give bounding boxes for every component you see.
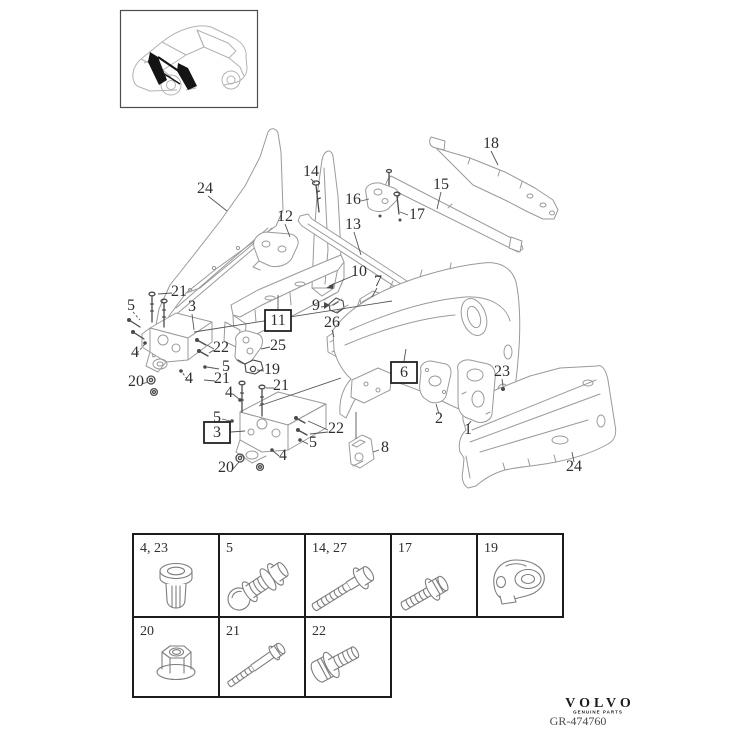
flange-nut-icon bbox=[156, 645, 196, 681]
thumbnail-frame bbox=[119, 9, 259, 109]
callout-24-right: 24 bbox=[566, 458, 582, 475]
callout-4-b: 4 bbox=[185, 370, 193, 387]
part-bracket-12 bbox=[252, 231, 299, 271]
callout-21-a: 21 bbox=[171, 283, 187, 300]
callout-23: 23 bbox=[494, 363, 510, 380]
callout-22-b: 22 bbox=[328, 420, 344, 437]
callout-box-3 bbox=[203, 421, 231, 444]
bolt-21-upper-b bbox=[160, 298, 168, 328]
legend-label-21: 21 bbox=[226, 624, 240, 639]
callout-box-11 bbox=[264, 309, 292, 332]
screws-22-upper bbox=[195, 338, 209, 357]
drawing-number: GR-474760 bbox=[550, 714, 607, 728]
callout-20-a: 20 bbox=[128, 373, 144, 390]
legend-cell-22 bbox=[304, 616, 392, 698]
bolt-21-lower-a bbox=[238, 380, 246, 413]
callout-17: 17 bbox=[409, 206, 425, 223]
bolt-above-bracket-16 bbox=[378, 168, 393, 218]
part-bracket-2 bbox=[419, 360, 452, 404]
callout-20-b: 20 bbox=[218, 459, 234, 476]
rivet-23 bbox=[501, 387, 505, 391]
callout-6-boxed: 6 bbox=[400, 364, 408, 381]
car-location-thumbnail bbox=[119, 9, 259, 109]
callout-14: 14 bbox=[303, 163, 319, 180]
bolt-21-upper-a bbox=[148, 291, 156, 323]
callouts: 24 14 16 17 15 18 12 13 10 7 9 26 11 25 … bbox=[127, 135, 582, 476]
part-bracket-25 bbox=[234, 330, 263, 367]
legend-label-5: 5 bbox=[226, 541, 233, 556]
callout-26: 26 bbox=[324, 314, 340, 331]
nut-20-lower bbox=[235, 453, 265, 472]
bolt-14 bbox=[311, 180, 321, 213]
bolt-21-lower-b bbox=[258, 384, 266, 417]
genuine-parts-text: GENUINE PARTS bbox=[573, 710, 623, 715]
legend-label-20: 20 bbox=[140, 624, 154, 639]
part-upper-side-rail bbox=[429, 136, 559, 220]
screws-5-upper bbox=[127, 318, 145, 340]
callout-8: 8 bbox=[381, 439, 389, 456]
callout-5-a: 5 bbox=[127, 297, 135, 314]
callout-22-a: 22 bbox=[213, 339, 229, 356]
screws-22-lower bbox=[294, 416, 308, 436]
part-right-wheelhouse-panel bbox=[458, 365, 617, 489]
callout-9: 9 bbox=[312, 297, 320, 314]
part-bracket-16 bbox=[365, 168, 402, 222]
legend-label-22: 22 bbox=[312, 624, 326, 639]
callout-3: 3 bbox=[188, 298, 196, 315]
part-diagonal-stay-bar-15 bbox=[384, 175, 524, 253]
callout-15: 15 bbox=[433, 176, 449, 193]
callout-5-c: 5 bbox=[213, 409, 221, 426]
leader-lines bbox=[132, 150, 575, 470]
callout-4-d: 4 bbox=[279, 447, 287, 464]
long-flange-bolt-icon bbox=[311, 566, 375, 612]
hex-flange-screw-icon bbox=[310, 646, 360, 683]
callout-25: 25 bbox=[270, 337, 286, 354]
callout-16: 16 bbox=[345, 191, 361, 208]
callout-5-d: 5 bbox=[309, 434, 317, 451]
callout-1: 1 bbox=[464, 421, 472, 438]
legend-label-19: 19 bbox=[484, 541, 498, 556]
callout-24-left: 24 bbox=[197, 180, 213, 197]
clamp-nut-icon bbox=[493, 559, 545, 605]
legend-label-17: 17 bbox=[398, 541, 412, 556]
flange-bolt-icon bbox=[400, 575, 449, 611]
callout-21-b: 21 bbox=[214, 370, 230, 387]
legend-label-14-27: 14, 27 bbox=[312, 541, 347, 556]
callout-7: 7 bbox=[374, 273, 382, 290]
callout-10: 10 bbox=[351, 263, 367, 280]
callout-12: 12 bbox=[277, 208, 293, 225]
callout-5-b: 5 bbox=[222, 358, 230, 375]
assembly-lower-bracket bbox=[230, 380, 327, 472]
part-clamp-19 bbox=[244, 359, 264, 375]
footer: VOLVO GENUINE PARTS GR-474760 bbox=[550, 696, 635, 728]
callout-11-boxed: 11 bbox=[270, 312, 285, 329]
bolt-17 bbox=[393, 191, 402, 222]
blind-rivet-nut-icon bbox=[159, 562, 193, 609]
long-bolt-icon bbox=[227, 642, 286, 688]
car-outline-icon bbox=[132, 25, 248, 96]
volvo-wordmark: VOLVO bbox=[565, 696, 635, 711]
callout-21-c: 21 bbox=[273, 377, 289, 394]
callout-13: 13 bbox=[345, 216, 361, 233]
legend-cell-19 bbox=[476, 533, 564, 618]
callout-19: 19 bbox=[264, 361, 280, 378]
callout-4-c: 4 bbox=[225, 384, 233, 401]
callout-2: 2 bbox=[435, 410, 443, 427]
callout-3-boxed: 3 bbox=[213, 424, 221, 441]
nut-20-upper bbox=[146, 375, 159, 397]
legend-label-4-23: 4, 23 bbox=[140, 541, 168, 556]
part-bracket-1 bbox=[457, 359, 496, 423]
part-bracket-8 bbox=[348, 434, 375, 469]
stud-bolt-icon bbox=[227, 561, 289, 611]
fastener-legend-table: 4, 23 5 14, 27 17 19 20 21 22 bbox=[132, 533, 564, 698]
highlighted-front-members bbox=[148, 52, 197, 90]
callout-box-6 bbox=[390, 361, 418, 384]
callout-4-a: 4 bbox=[131, 344, 139, 361]
callout-18: 18 bbox=[483, 135, 499, 152]
